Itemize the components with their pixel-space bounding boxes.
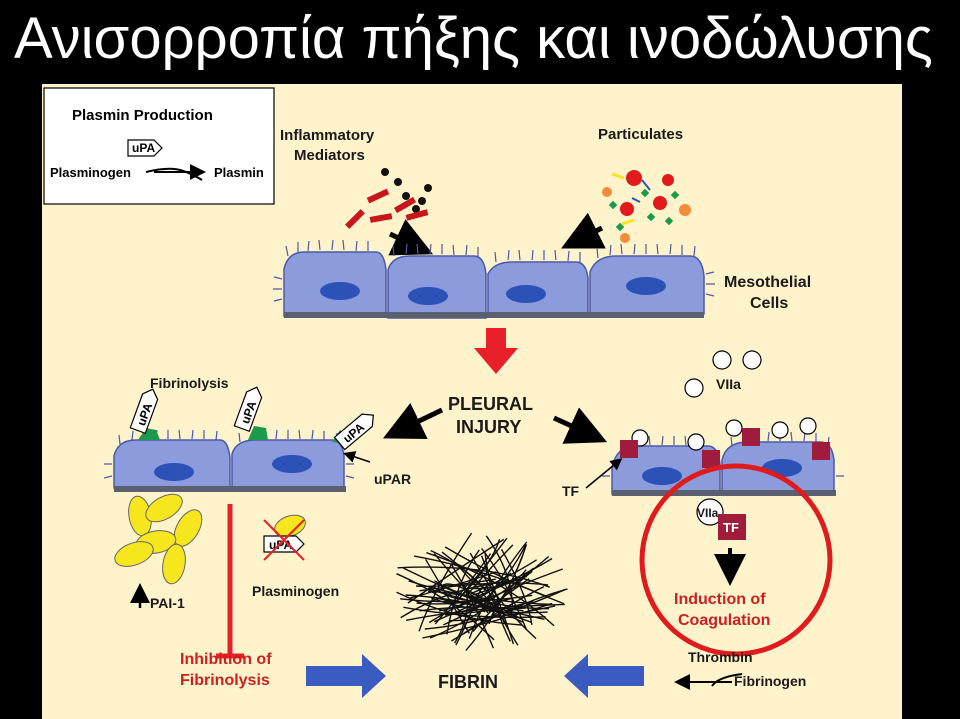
fibrin-strand xyxy=(463,585,545,634)
fibrin-strand xyxy=(403,567,532,623)
fibrin-strand xyxy=(500,548,533,626)
left-to-fibrin-arrow xyxy=(306,654,386,698)
fibrin-label: FIBRIN xyxy=(438,672,498,692)
plasmin-box-substrate: Plasminogen xyxy=(50,165,131,180)
fibrin-strand xyxy=(437,597,526,610)
left-mesothelial-layer xyxy=(103,426,355,492)
thrombin-label: Thrombin xyxy=(688,649,753,665)
tf-complex-box xyxy=(718,514,746,540)
fibrin-strand xyxy=(418,532,473,632)
plasmin-box-product: Plasmin xyxy=(214,165,264,180)
fibrin-strand xyxy=(405,603,565,621)
fibrin-mesh xyxy=(396,532,568,651)
fibrin-strand xyxy=(419,606,524,612)
tf-label: TF xyxy=(562,483,580,499)
fibrinogen-label: Fibrinogen xyxy=(734,673,806,689)
inhibition-line2: Fibrinolysis xyxy=(180,672,270,689)
coagulation-highlight-circle xyxy=(639,463,833,657)
fibrin-strand xyxy=(469,552,537,640)
inflammatory-label-line1: Inflammatory xyxy=(280,127,375,144)
fibrin-strand xyxy=(433,568,563,623)
inflammatory-mediators-cluster xyxy=(345,168,432,229)
fibrin-strand xyxy=(485,535,514,607)
fibrin-strand xyxy=(407,538,505,604)
fibrin-strand xyxy=(397,566,550,588)
fibrin-strand xyxy=(396,573,495,641)
injury-left-arrow xyxy=(382,402,444,440)
viia-complex-circle xyxy=(696,498,724,526)
right-mesothelial-layer xyxy=(602,417,844,496)
upa-tag-2: uPA xyxy=(233,386,263,433)
upa-tag-1-label: uPA xyxy=(134,401,155,428)
diagram-panel: Plasmin Production uPA Plasminogen Plasm… xyxy=(42,84,902,719)
upa-tag-2-label: uPA xyxy=(238,399,259,426)
fibrin-strand xyxy=(409,571,497,599)
tf-pointer xyxy=(585,458,623,489)
injury-right-arrow xyxy=(552,407,608,444)
fibrin-strand xyxy=(426,552,555,627)
injury-down-arrow xyxy=(474,328,518,374)
pleural-injury-line2: INJURY xyxy=(456,417,521,437)
coagulation-line1: Induction of xyxy=(674,591,766,608)
fibrinolysis-label: Fibrinolysis xyxy=(150,375,229,391)
plasmin-production-box: Plasmin Production uPA Plasminogen Plasm… xyxy=(43,87,275,205)
upar-pointer xyxy=(343,451,371,463)
particulates-cluster xyxy=(602,170,691,243)
top-mesothelial-layer xyxy=(273,239,715,319)
coagulation-line2: Coagulation xyxy=(678,612,770,629)
tf-box-label: TF xyxy=(723,520,739,535)
fibrin-strand xyxy=(443,555,550,626)
tf-square xyxy=(620,440,638,458)
fibrin-strand xyxy=(413,555,547,597)
mesothelial-label-line2: Cells xyxy=(750,295,788,312)
fibrin-strand xyxy=(403,606,546,619)
plasminogen-label: Plasminogen xyxy=(252,583,339,599)
fibrin-strand xyxy=(441,551,487,593)
thrombin-curve xyxy=(711,673,743,687)
inflammatory-label-line2: Mediators xyxy=(294,147,365,164)
inhibition-line1: Inhibition of xyxy=(180,651,272,668)
fibrin-strand xyxy=(453,539,501,605)
fibrin-strand xyxy=(466,544,514,596)
pai1-cluster xyxy=(114,493,203,585)
plasmin-box-heading: Plasmin Production xyxy=(72,107,213,124)
upa-enzyme-tag xyxy=(127,139,163,157)
mediators-arrow xyxy=(388,219,434,256)
upa-tag-1: uPA xyxy=(129,388,159,435)
upar-label: uPAR xyxy=(374,471,411,487)
viia-complex-label: VIIa xyxy=(697,506,719,520)
right-to-fibrin-arrow xyxy=(564,654,644,698)
viia-free-circles xyxy=(684,350,762,398)
pleural-injury-line1: PLEURAL xyxy=(448,394,533,414)
inhibition-bar xyxy=(216,504,244,659)
fibrin-strand xyxy=(400,594,533,603)
tf-square xyxy=(812,442,830,460)
fibrin-strand xyxy=(451,588,568,642)
tf-square xyxy=(742,428,760,446)
fibrin-strand xyxy=(480,555,515,645)
tf-square xyxy=(702,450,720,468)
particulates-arrow xyxy=(561,212,606,249)
crossed-upa: uPA xyxy=(263,514,306,561)
pleural-injury-diagram: Plasmin Production uPA Plasminogen Plasm… xyxy=(43,87,844,698)
particulates-label: Particulates xyxy=(598,126,683,143)
mesothelial-label-line1: Mesothelial xyxy=(724,274,811,291)
plasmin-box-enzyme: uPA xyxy=(132,141,155,155)
upa-tag-3: uPA xyxy=(333,413,374,451)
fibrin-strand xyxy=(422,602,553,639)
pai1-label: PAI-1 xyxy=(150,595,185,611)
fibrin-strand xyxy=(454,561,507,625)
slide-title: Ανισορροπία πήξης και ινοδώλυσης xyxy=(14,6,933,71)
viia-label: VIIa xyxy=(716,376,741,392)
